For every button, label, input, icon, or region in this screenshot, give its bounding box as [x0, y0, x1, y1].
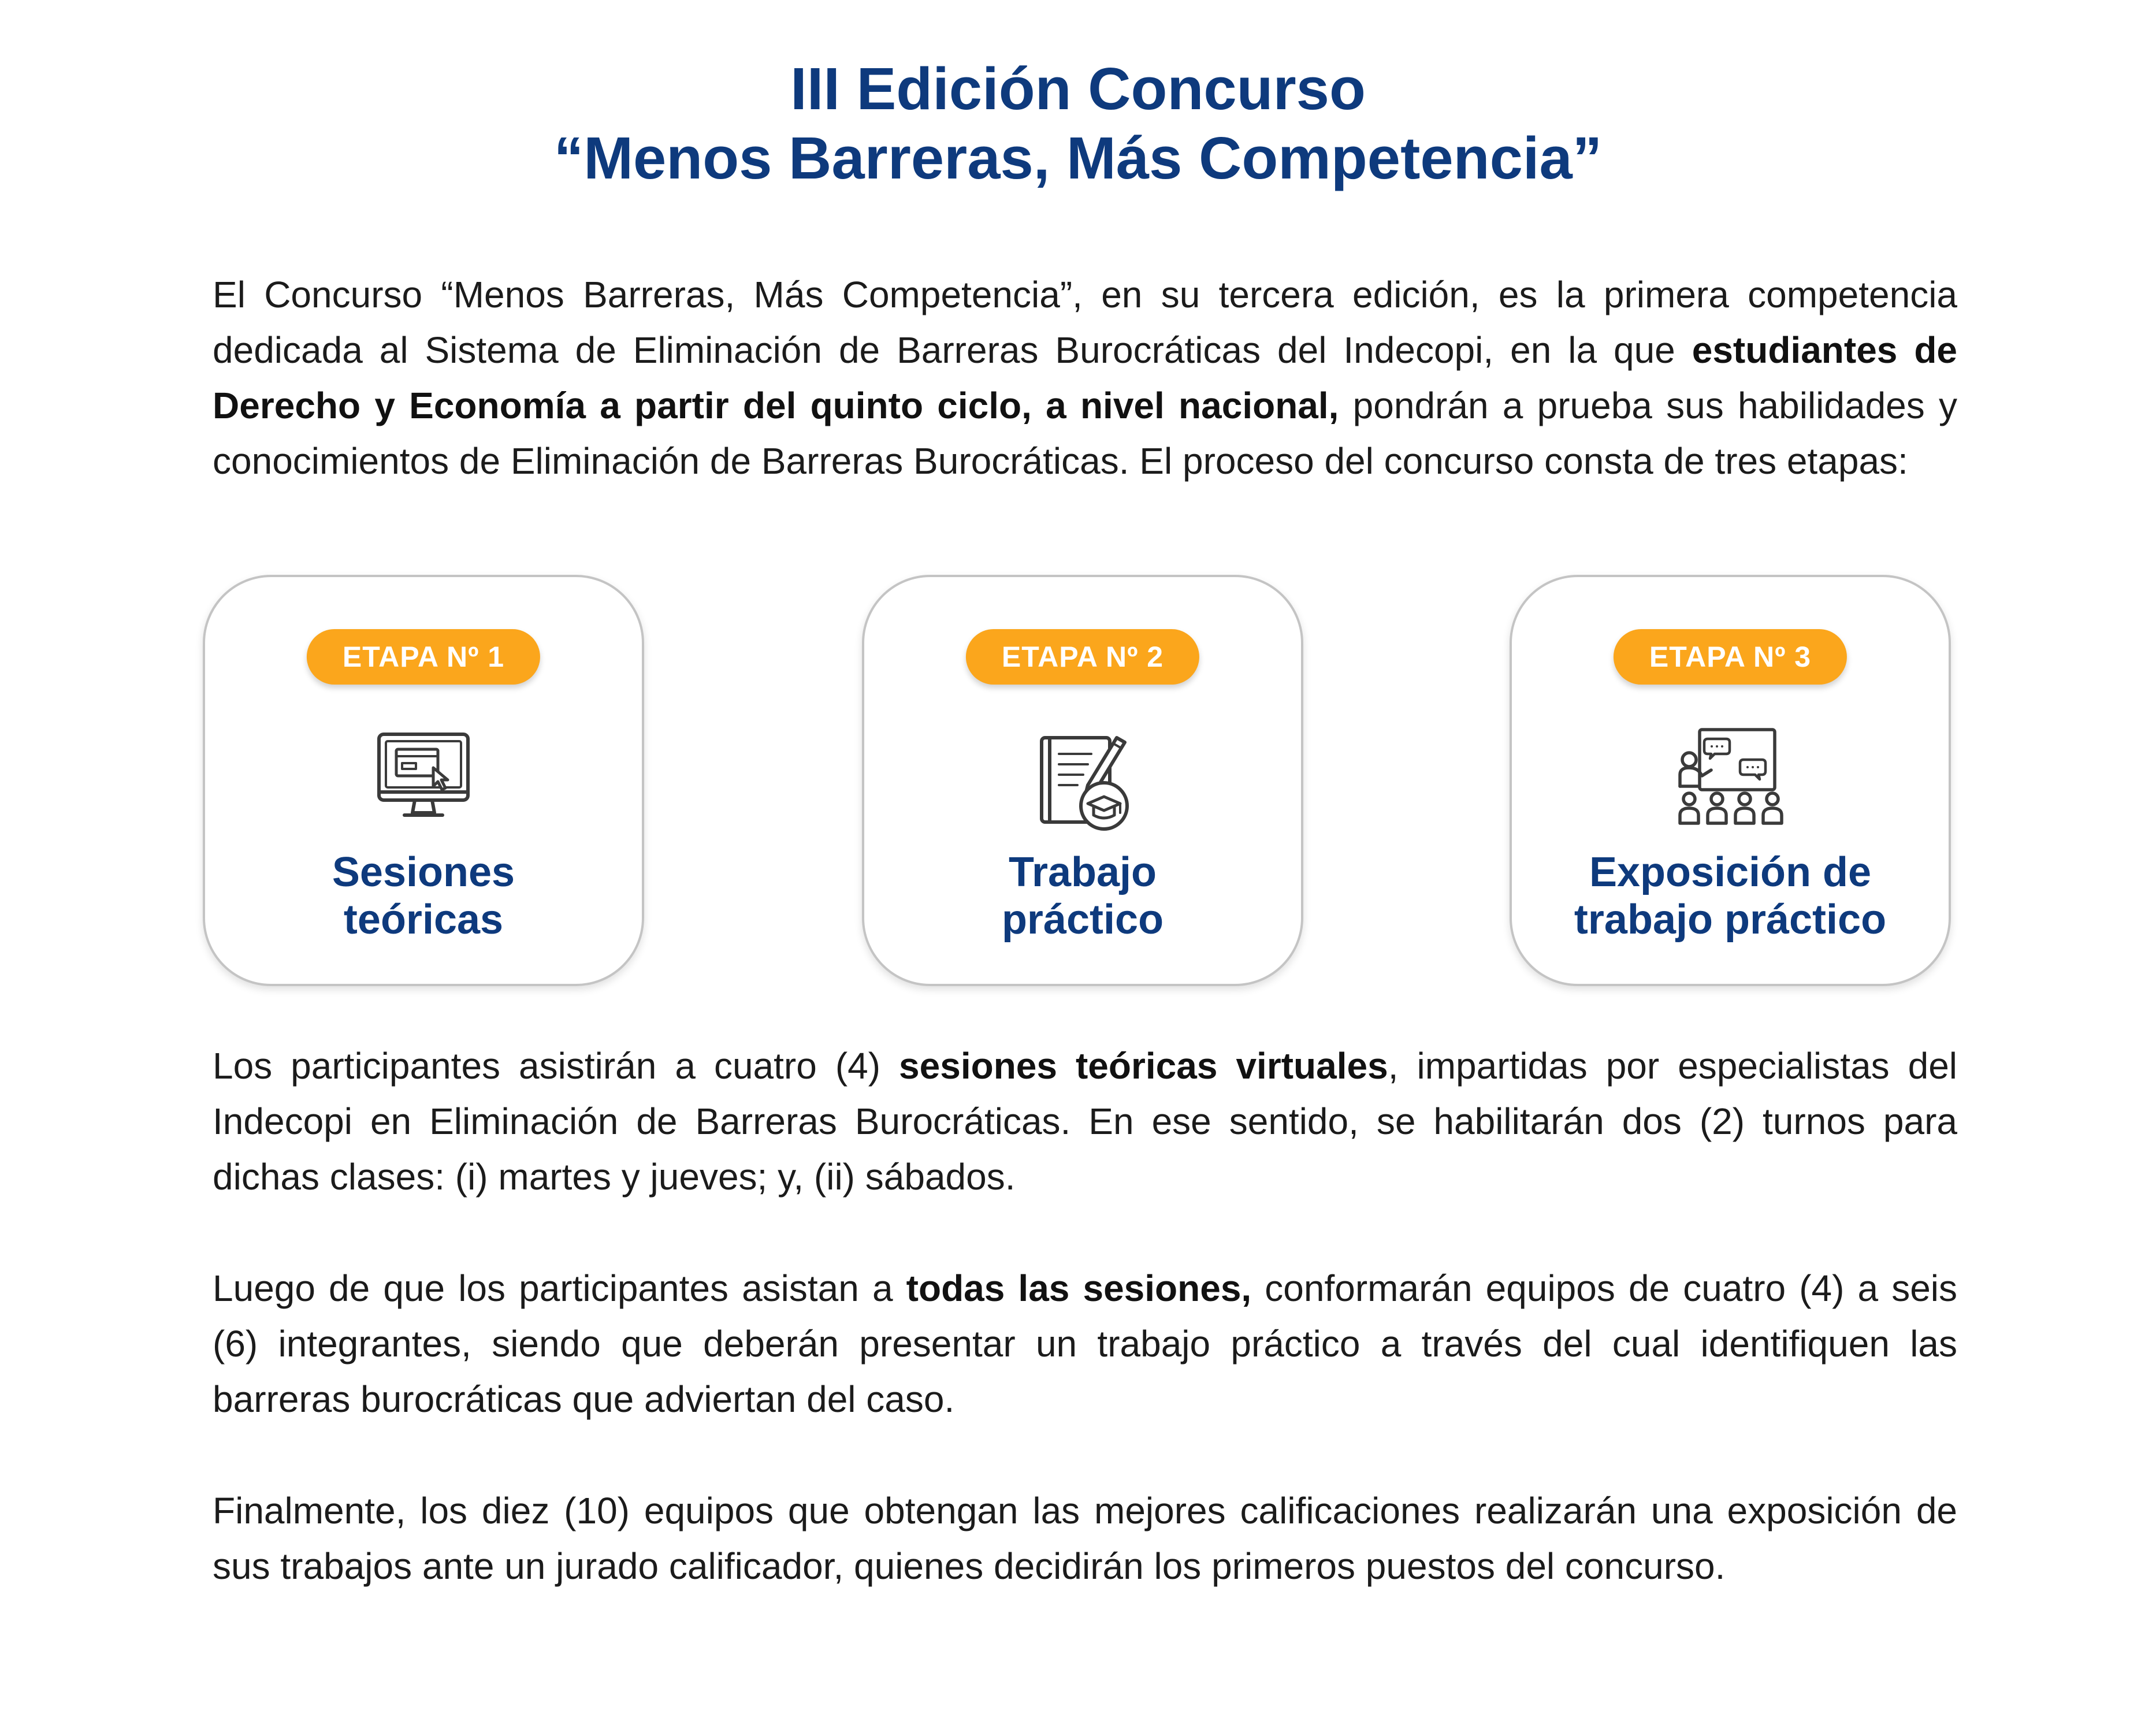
- intro-bold-1: estudiantes de Derecho y Economía a part…: [213, 329, 1958, 426]
- intro-text-1: El Concurso “Menos Barreras, Más Compete…: [213, 274, 1957, 371]
- paragraph-2-text-2: conformarán equipos de cuatro (4) a seis…: [213, 1267, 1958, 1420]
- stage-title-3-line-1: Exposición de: [1589, 849, 1872, 895]
- stage-title-2: Trabajo práctico: [876, 849, 1289, 943]
- paragraph-sessions: Los participantes asistirán a cuatro (4)…: [213, 1038, 1957, 1204]
- stage-title-2-line-1: Trabajo: [1008, 849, 1157, 895]
- intro-text-2: pondrán a prueba sus habilidades y conoc…: [213, 385, 1958, 482]
- stage-title-1-line-2: teóricas: [343, 897, 504, 943]
- paragraph-final: Finalmente, los diez (10) equipos que ob…: [213, 1483, 1957, 1594]
- paragraph-1-bold-1: sesiones teóricas virtuales: [899, 1045, 1388, 1087]
- stage-title-1-line-1: Sesiones: [332, 849, 515, 895]
- paragraph-1-text-2: , impartidas por especialistas del Indec…: [213, 1045, 1958, 1198]
- stage-title-3-line-2: trabajo práctico: [1574, 897, 1887, 943]
- intro-paragraph: El Concurso “Menos Barreras, Más Compete…: [213, 267, 1957, 489]
- paragraph-2-bold-1: todas las sesiones,: [906, 1267, 1252, 1309]
- stage-card-2: ETAPA Nº 2 Trabajo práctico: [862, 575, 1303, 986]
- presentation-audience-icon: [1675, 722, 1785, 831]
- paragraph-teams: Luego de que los participantes asistan a…: [213, 1261, 1957, 1427]
- stage-card-1: ETAPA Nº 1 Sesiones teóricas: [203, 575, 644, 986]
- stage-badge-1: ETAPA Nº 1: [306, 629, 541, 685]
- stage-title-3: Exposición de trabajo práctico: [1523, 849, 1937, 943]
- computer-monitor-icon: [369, 722, 478, 831]
- paragraph-1-text-1: Los participantes asistirán a cuatro (4): [213, 1045, 899, 1087]
- page-title-line-2: “Menos Barreras, Más Competencia”: [553, 125, 1603, 191]
- page-title-line-1: III Edición Concurso: [790, 55, 1366, 122]
- stage-badge-2: ETAPA Nº 2: [965, 629, 1200, 685]
- stage-title-1: Sesiones teóricas: [217, 849, 630, 943]
- stage-card-3: ETAPA Nº 3 Exposición de trabajo: [1510, 575, 1951, 986]
- stage-title-2-line-2: práctico: [1001, 897, 1164, 943]
- notebook-pen-graduation-icon: [1028, 722, 1138, 831]
- stage-badge-3: ETAPA Nº 3: [1613, 629, 1848, 685]
- paragraph-3-text-1: Finalmente, los diez (10) equipos que ob…: [213, 1490, 1957, 1587]
- paragraph-2-text-1: Luego de que los participantes asistan a: [213, 1267, 906, 1309]
